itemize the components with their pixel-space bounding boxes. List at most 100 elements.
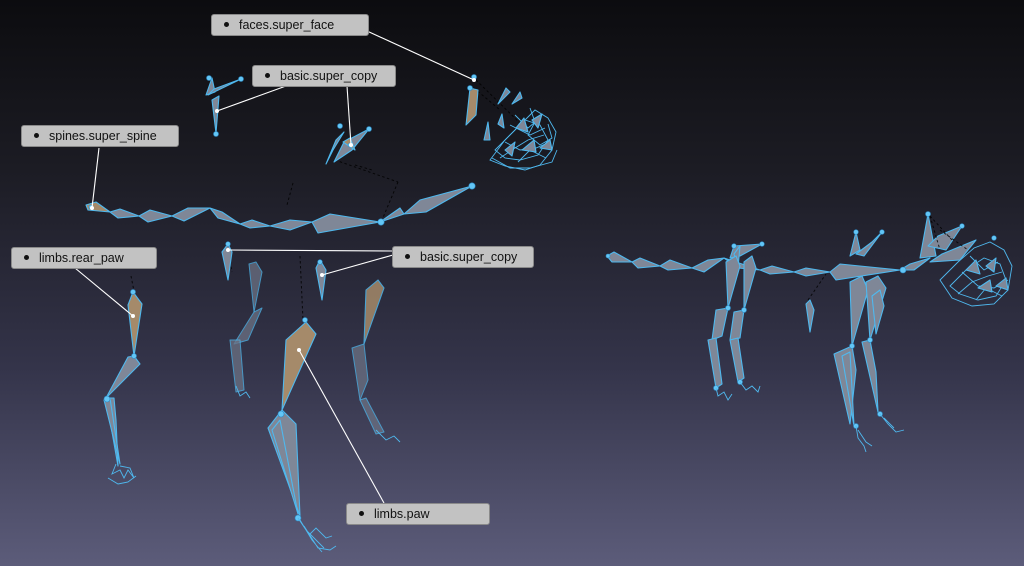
joint (899, 266, 907, 274)
label-limbs-rear-paw[interactable]: limbs.rear_paw (11, 247, 157, 269)
bone (497, 87, 511, 105)
spine-bone (269, 219, 313, 231)
bone (271, 419, 299, 515)
spine-bone (209, 207, 241, 225)
bone (805, 299, 815, 333)
wireframe-bone (309, 527, 333, 539)
wireframe-bone (107, 475, 137, 485)
leader-line (74, 267, 134, 317)
leader-line (321, 254, 394, 276)
joint (317, 259, 323, 265)
assembled-front-shoulder (805, 229, 885, 333)
joint (725, 305, 731, 311)
bone (349, 143, 353, 147)
bullet-icon (359, 511, 364, 517)
spine-bone (311, 213, 381, 234)
bone (965, 259, 981, 275)
label-limbs-paw[interactable]: limbs.paw (346, 503, 490, 525)
assembled-rig (605, 211, 1013, 453)
bullet-icon (224, 22, 229, 28)
spine-bone (109, 208, 140, 219)
joint (605, 253, 611, 259)
bone (315, 259, 327, 301)
bone (691, 257, 725, 273)
exploded-rig (74, 30, 558, 553)
bone (531, 113, 543, 129)
bone (248, 261, 263, 313)
bone (363, 279, 385, 345)
bone (207, 78, 242, 96)
bone (849, 231, 861, 257)
leader-lines (74, 30, 476, 504)
joint (991, 235, 997, 241)
relationship-line (354, 164, 373, 171)
bone (515, 117, 529, 133)
bone (297, 348, 301, 352)
bone (105, 355, 141, 399)
joint (925, 211, 931, 217)
bone (351, 343, 369, 401)
bone (103, 397, 121, 465)
bone (985, 257, 997, 273)
bone (861, 339, 879, 413)
head-face-rig (465, 74, 558, 171)
spine-bone (379, 207, 405, 223)
bone (497, 113, 505, 129)
bone (521, 139, 537, 153)
label-faces-super-face[interactable]: faces.super_face (211, 14, 369, 36)
spine-chain (85, 182, 476, 234)
bone (729, 337, 745, 383)
assembled-rear-legs (707, 255, 761, 401)
ghost-leg (351, 279, 401, 443)
bone (871, 289, 885, 335)
wireframe-bone (509, 114, 547, 163)
joint (103, 395, 111, 403)
joint (467, 85, 473, 91)
bone (465, 87, 479, 126)
wireframe-bone (235, 385, 251, 399)
bone (229, 339, 245, 393)
bone (472, 78, 476, 82)
ghost-leg (229, 261, 263, 399)
joint (849, 343, 855, 349)
assembled-spine (605, 251, 931, 281)
wireframe-bone (297, 517, 337, 553)
wireframe-bone (855, 425, 873, 453)
label-basic-super-copy-top[interactable]: basic.super_copy (252, 65, 396, 87)
bone (504, 141, 516, 157)
bone (729, 309, 745, 341)
bone (221, 243, 233, 281)
label-basic-super-copy-mid[interactable]: basic.super_copy (392, 246, 534, 268)
front-leg (267, 317, 337, 553)
bone (606, 251, 633, 263)
bone (725, 255, 741, 309)
bone (211, 95, 220, 134)
joint (731, 243, 737, 249)
bone (539, 139, 553, 151)
bone (233, 307, 263, 345)
bone (759, 265, 795, 275)
wireframe-bone (111, 463, 135, 480)
leader-line (91, 147, 100, 209)
leader-line (227, 249, 394, 252)
bone (899, 257, 931, 271)
bone (977, 279, 993, 293)
bone (483, 121, 491, 141)
bone (743, 255, 757, 311)
bullet-icon (24, 255, 29, 261)
bone (711, 307, 729, 341)
joint (377, 218, 385, 226)
joint (225, 241, 231, 247)
bone (849, 275, 869, 347)
relationship-line (286, 182, 294, 206)
wireframe-bone (879, 413, 905, 433)
bone (226, 248, 230, 252)
super-copy-top-middle (325, 123, 372, 165)
joint (853, 229, 859, 235)
label-spines-super-spine[interactable]: spines.super_spine (21, 125, 179, 147)
relationship-line (807, 273, 827, 301)
wireframe-bone (715, 387, 733, 401)
assembled-head (919, 211, 1013, 307)
